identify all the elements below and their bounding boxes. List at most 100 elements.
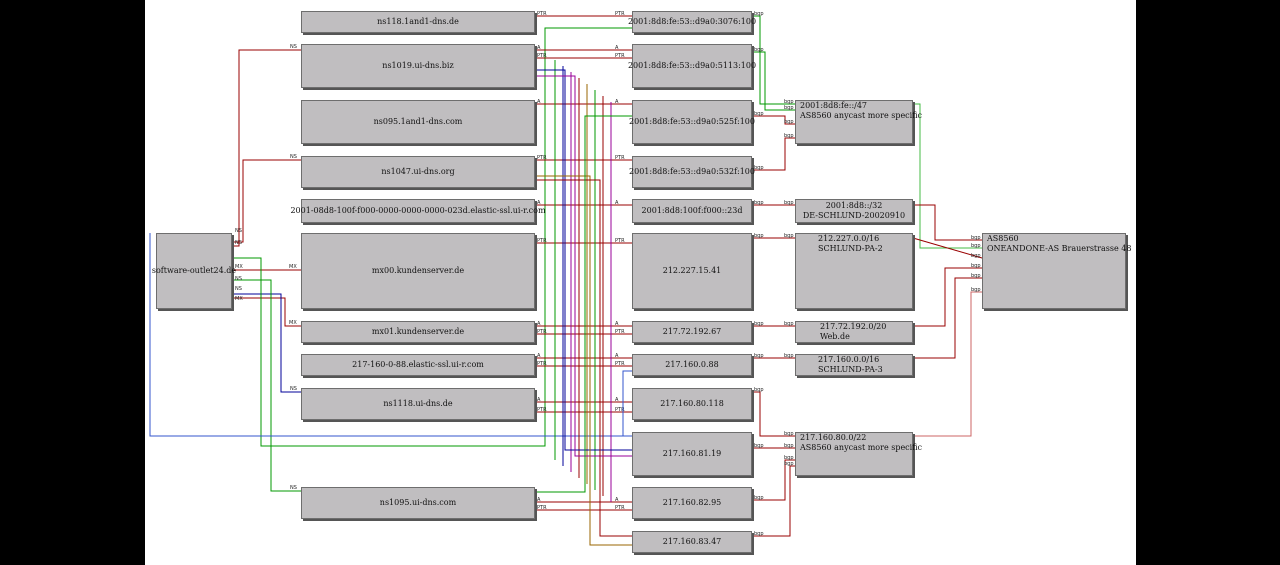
prefix-v6-32-cidr: 2001:8d8::/32 <box>825 201 883 210</box>
edge-label-ns: NS <box>235 276 242 282</box>
edge-label-rr: PTR <box>615 11 625 17</box>
edge-label-bgp: bgp <box>754 353 764 359</box>
edge-label-rr: PTR <box>615 53 625 59</box>
node-ip-217-160-83-47[interactable]: 217.160.83.47 <box>632 531 752 553</box>
node-prefix-v6-47[interactable]: 2001:8d8:fe::/47 AS8560 anycast more spe… <box>795 100 922 144</box>
edge-label-bgp: bgp <box>754 47 764 53</box>
edge-label-bgp: bgp <box>754 111 764 117</box>
node-elastic88[interactable]: 217-160-0-88.elastic-ssl.ui-r.com <box>301 354 535 376</box>
node-software-outlet[interactable]: software-outlet24.de <box>152 233 236 309</box>
edge-ip-prefix <box>752 51 795 111</box>
node-ns1118[interactable]: ns1118.ui-dns.de <box>301 388 535 420</box>
edge-label-rr: PTR <box>537 11 547 17</box>
edge-label-mx: MX <box>289 320 297 326</box>
edge-ns1019-ip81 <box>535 69 632 451</box>
node-ip6-5113[interactable]: 2001:8d8:fe:53::d9a0:5113:100 <box>628 44 756 88</box>
edge-label-bgp: bgp <box>784 455 794 461</box>
edge-ns1047-ip83b <box>535 179 632 537</box>
edge-ip-prefix <box>752 137 795 171</box>
node-as8560[interactable]: AS8560 ONEANDONE-AS Brauerstrasse 48 <box>982 233 1131 309</box>
edge-label-rr: PTR <box>537 361 547 367</box>
edge-mx-mx01 <box>233 297 301 327</box>
edge-label-bgp: bgp <box>971 235 981 241</box>
edge-label-ns: NS <box>235 286 242 292</box>
node-ns1095[interactable]: ns1095.ui-dns.com <box>301 487 535 519</box>
edge-label-bgp: bgp <box>784 431 794 437</box>
edge-label-rr: A <box>615 321 619 327</box>
node-v6-elastic[interactable]: 2001-08d8-100f-f000-0000-0000-0000-023d.… <box>290 199 546 223</box>
edge-label-bgp: bgp <box>784 233 794 239</box>
edge-label-bgp: bgp <box>784 353 794 359</box>
edge-prefix-as <box>913 291 982 437</box>
edge-ip-prefix <box>752 465 795 537</box>
node-ip-217-160-81-19[interactable]: 217.160.81.19 <box>632 432 752 476</box>
edge-label-rr: A <box>537 321 541 327</box>
edge-label-ns: NS <box>290 44 297 50</box>
edge-ns-ns1095 <box>233 279 301 492</box>
edge-label-ns: NS <box>235 240 242 246</box>
edge-label-rr: PTR <box>615 155 625 161</box>
node-ns118[interactable]: ns118.1and1-dns.de <box>301 11 535 33</box>
node-prefix-217-72[interactable]: 217.72.192.0/20 Web.de <box>795 321 913 343</box>
edge-label-rr: A <box>615 99 619 105</box>
edge-label-rr: PTR <box>537 407 547 413</box>
node-prefix-217-160[interactable]: 217.160.0.0/16 SCHLUND-PA-3 <box>795 354 913 376</box>
edge-label-bgp: bgp <box>754 11 764 17</box>
edge-prefix-as <box>912 237 983 259</box>
edge-label-rr: PTR <box>615 361 625 367</box>
node-ip-217-160-80-118[interactable]: 217.160.80.118 <box>632 388 752 420</box>
prefix-217-160-80-cidr: 217.160.80.0/22 <box>800 433 867 442</box>
node-prefix-212-227[interactable]: 212.227.0.0/16 SCHLUND-PA-2 <box>795 233 913 309</box>
node-mx01[interactable]: mx01.kundenserver.de <box>301 321 535 343</box>
node-ns1047[interactable]: ns1047.ui-dns.org <box>301 156 535 188</box>
edge-label-bgp: bgp <box>754 165 764 171</box>
edge-label-bgp: bgp <box>754 387 764 393</box>
edge-label-bgp: bgp <box>754 443 764 449</box>
edge-label-rr: A <box>615 353 619 359</box>
edge-label-bgp: bgp <box>784 133 794 139</box>
edge-ns-ns1047 <box>233 159 301 243</box>
prefix-212-227-cidr: 212.227.0.0/16 <box>818 234 880 243</box>
prefix-v6-47-cidr: 2001:8d8:fe::/47 <box>800 101 868 110</box>
node-ip-212-227-15-41[interactable]: 212.227.15.41 <box>632 233 752 309</box>
edge-label-bgp: bgp <box>754 200 764 206</box>
node-ip6-23d[interactable]: 2001:8d8:100f:f000::23d <box>632 199 752 223</box>
edge-label-rr: PTR <box>615 329 625 335</box>
node-mx00[interactable]: mx00.kundenserver.de <box>301 233 535 309</box>
node-ip6-525f[interactable]: 2001:8d8:fe:53::d9a0:525f:100 <box>629 100 755 144</box>
edge-label-rr: A <box>615 200 619 206</box>
edge-label-rr: PTR <box>537 155 547 161</box>
edge-label-rr: PTR <box>537 53 547 59</box>
edge-ip-blue <box>622 370 632 436</box>
edge-ip-prefix <box>752 115 795 125</box>
edge-a-green <box>233 27 632 447</box>
edge-label-bgp: bgp <box>754 531 764 537</box>
edge-label-mx: MX <box>235 264 243 270</box>
edge-label-rr: A <box>537 497 541 503</box>
as-name: ONEANDONE-AS Brauerstrasse 48 <box>987 244 1132 253</box>
node-prefix-217-160-80[interactable]: 217.160.80.0/22 AS8560 anycast more spec… <box>795 432 922 476</box>
prefix-217-72-desc: Web.de <box>820 332 850 341</box>
node-ip6-3076[interactable]: 2001:8d8:fe:53::d9a0:3076:100 <box>628 11 756 33</box>
node-ip-217-160-82-95[interactable]: 217.160.82.95 <box>632 487 752 519</box>
edge-label-mx: MX <box>235 296 243 302</box>
edge-label-bgp: bgp <box>784 119 794 125</box>
node-ip-217-72-192-67[interactable]: 217.72.192.67 <box>632 321 752 343</box>
node-ip-217-160-0-88[interactable]: 217.160.0.88 <box>632 354 752 376</box>
edge-label-bgp: bgp <box>784 321 794 327</box>
edge-label-bgp: bgp <box>971 273 981 279</box>
node-ns095[interactable]: ns095.1and1-dns.com <box>301 100 535 144</box>
node-prefix-v6-32[interactable]: 2001:8d8::/32 DE-SCHLUND-20020910 <box>795 199 913 223</box>
edge-label-rr: A <box>615 497 619 503</box>
prefix-217-160-80-desc: AS8560 anycast more specific <box>800 443 923 452</box>
node-ip6-532f[interactable]: 2001:8d8:fe:53::d9a0:532f:100 <box>629 156 755 188</box>
edge-ip-prefix <box>752 15 795 105</box>
edge-label-bgp: bgp <box>971 287 981 293</box>
edge-prefix-as <box>913 277 982 359</box>
edge-label-rr: A <box>615 45 619 51</box>
node-ns1019[interactable]: ns1019.ui-dns.biz <box>301 44 535 88</box>
edge-label-rr: PTR <box>615 505 625 511</box>
edge-label-rr: A <box>537 353 541 359</box>
